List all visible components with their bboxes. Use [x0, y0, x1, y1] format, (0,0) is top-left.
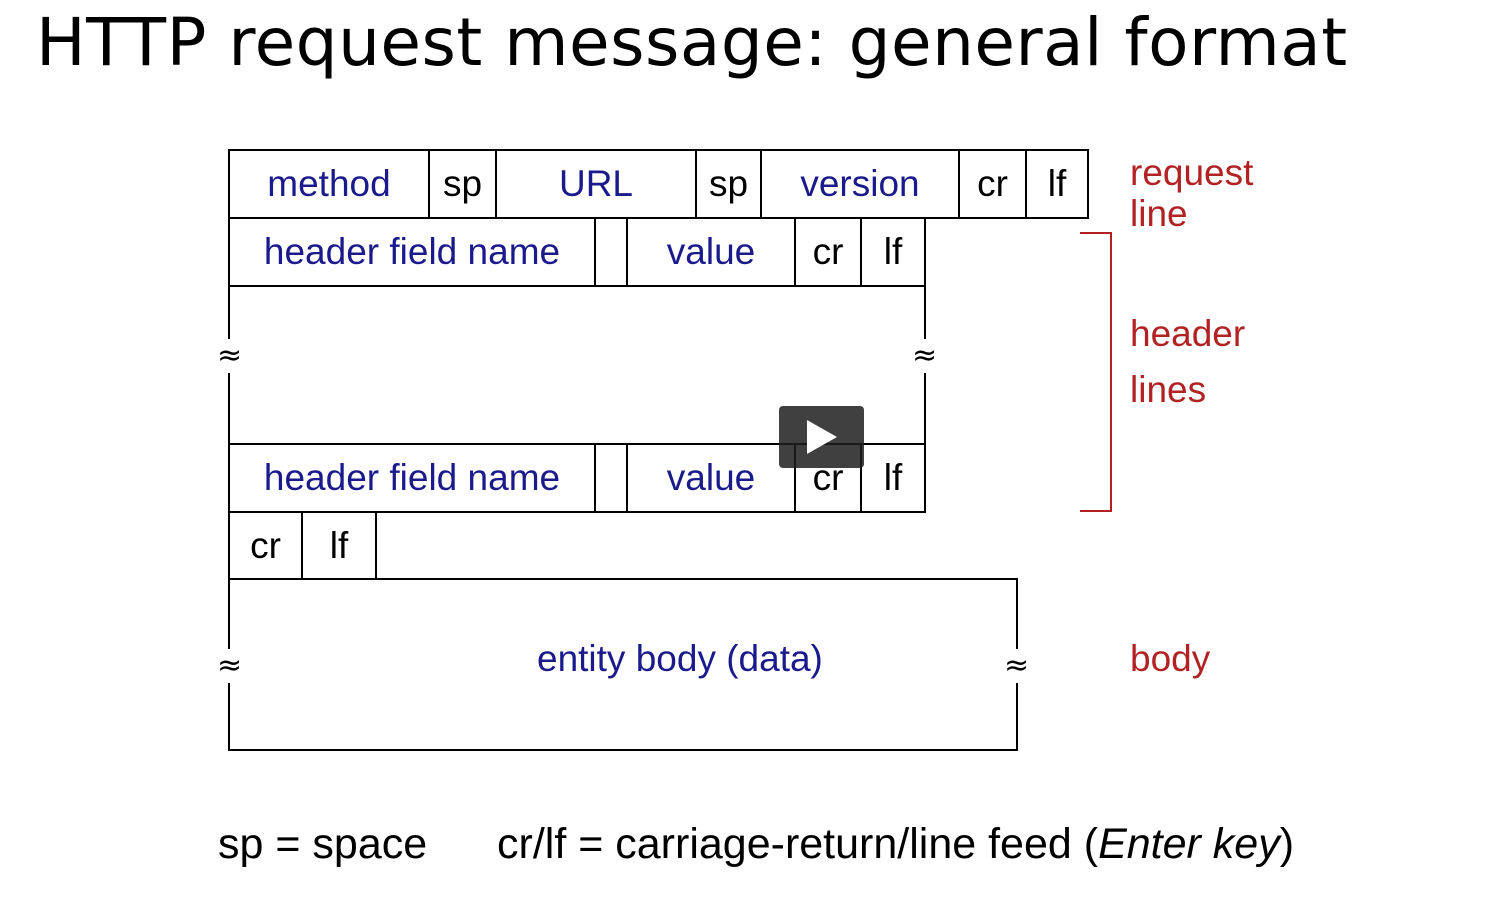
body-left-break-mark: ≈ [217, 648, 243, 683]
header1-lf-field: lf [860, 217, 926, 287]
header2-lf-field: lf [860, 443, 926, 513]
end-cr-field: cr [228, 511, 303, 580]
header2-name-field: header field name [228, 443, 596, 513]
header1-separator-field [594, 217, 628, 287]
request-cr-field: cr [958, 149, 1027, 219]
page-title: HTTP request message: general format [36, 4, 1348, 81]
request-line-label-line2: line [1130, 193, 1188, 234]
header1-name-field: header field name [228, 217, 596, 287]
request-url-field: URL [495, 149, 697, 219]
end-lf-field: lf [301, 511, 377, 580]
header-lines-label: header lines [1130, 306, 1245, 418]
header1-cr-field: cr [794, 217, 862, 287]
legend-crlf-suffix: ) [1279, 820, 1295, 868]
request-line-label: request line [1130, 152, 1253, 234]
play-icon [806, 420, 837, 454]
header-lines-label-line2: lines [1130, 369, 1207, 410]
body-label: body [1130, 638, 1211, 679]
header2-separator-field [594, 443, 628, 513]
header1-value-field: value [626, 217, 796, 287]
header-left-break-mark: ≈ [217, 338, 243, 373]
legend-crlf-prefix: cr/lf = carriage-return/line feed ( [497, 820, 1099, 868]
body-right-break-mark: ≈ [1004, 648, 1030, 683]
header-lines-label-line1: header [1130, 313, 1246, 354]
legend-crlf: cr/lf = carriage-return/line feed (Enter… [497, 815, 1294, 873]
header-right-break-mark: ≈ [912, 338, 938, 373]
header-continuation-box [228, 285, 926, 445]
header-lines-bracket [1080, 232, 1112, 512]
entity-body-box [228, 578, 1018, 751]
request-method-field: method [228, 149, 430, 219]
request-sp1-field: sp [428, 149, 497, 219]
request-line-label-line1: request [1130, 152, 1254, 193]
entity-body-text: entity body (data) [537, 638, 823, 679]
request-version-field: version [760, 149, 960, 219]
play-button[interactable] [779, 406, 864, 468]
legend-crlf-enter-key: Enter key [1098, 820, 1280, 868]
request-sp2-field: sp [695, 149, 762, 219]
request-lf-field: lf [1025, 149, 1089, 219]
header2-value-field: value [626, 443, 796, 513]
legend-sp: sp = space [218, 820, 428, 868]
